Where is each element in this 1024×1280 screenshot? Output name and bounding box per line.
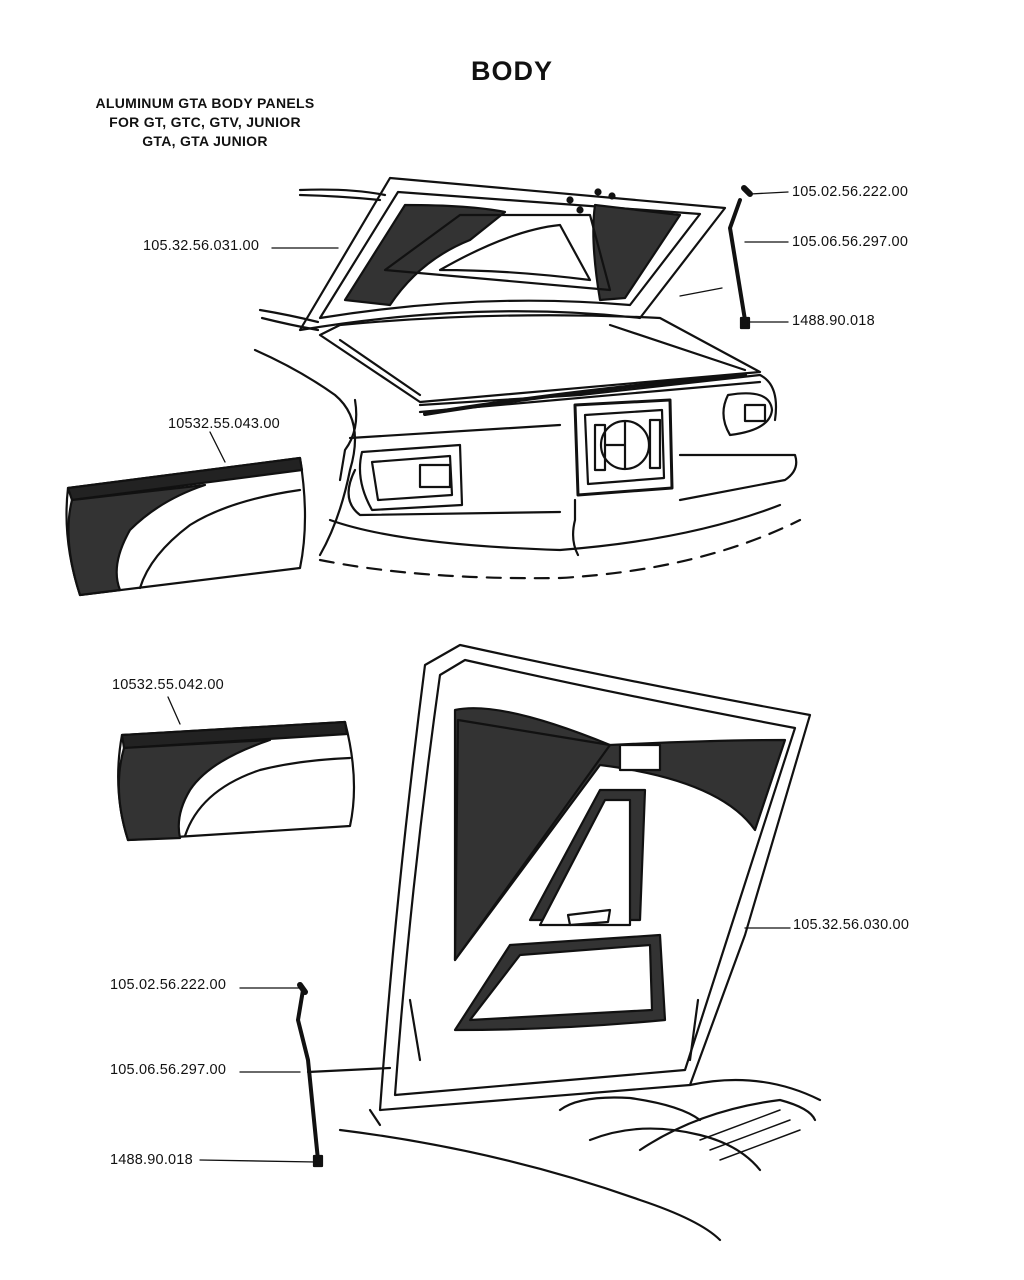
front-door-panel — [117, 720, 356, 842]
label-hood-prop-clip: 1488.90.018 — [110, 1152, 193, 1168]
subtitle-line-2: FOR GT, GTC, GTV, JUNIOR — [109, 114, 301, 130]
label-hood: 105.32.56.030.00 — [793, 917, 910, 933]
trunk-lid — [298, 176, 727, 332]
hood — [378, 643, 812, 1112]
leader-lines — [167, 191, 791, 1163]
rear-door-panel — [65, 456, 307, 597]
page-subtitle: ALUMINUM GTA BODY PANELS FOR GT, GTC, GT… — [40, 94, 370, 151]
label-rear-door-panel: 10532.55.043.00 — [168, 416, 280, 432]
front-car-body — [338, 1078, 822, 1242]
label-trunk-lid: 105.32.56.031.00 — [143, 238, 260, 254]
rear-car-body — [253, 188, 802, 580]
subtitle-line-1: ALUMINUM GTA BODY PANELS — [95, 95, 315, 111]
label-trunk-prop-clip: 1488.90.018 — [792, 313, 875, 329]
hood-prop-rod — [296, 982, 324, 1168]
label-front-door-panel: 10532.55.042.00 — [112, 677, 224, 693]
label-hood-prop-end: 105.02.56.222.00 — [110, 977, 227, 993]
label-hood-prop-rod: 105.06.56.297.00 — [110, 1062, 227, 1078]
label-trunk-prop-end: 105.02.56.222.00 — [792, 184, 909, 200]
subtitle-line-3: GTA, GTA JUNIOR — [142, 133, 268, 149]
trunk-prop-rod — [728, 185, 753, 330]
label-trunk-prop-rod: 105.06.56.297.00 — [792, 234, 909, 250]
page-title: BODY — [470, 56, 553, 86]
